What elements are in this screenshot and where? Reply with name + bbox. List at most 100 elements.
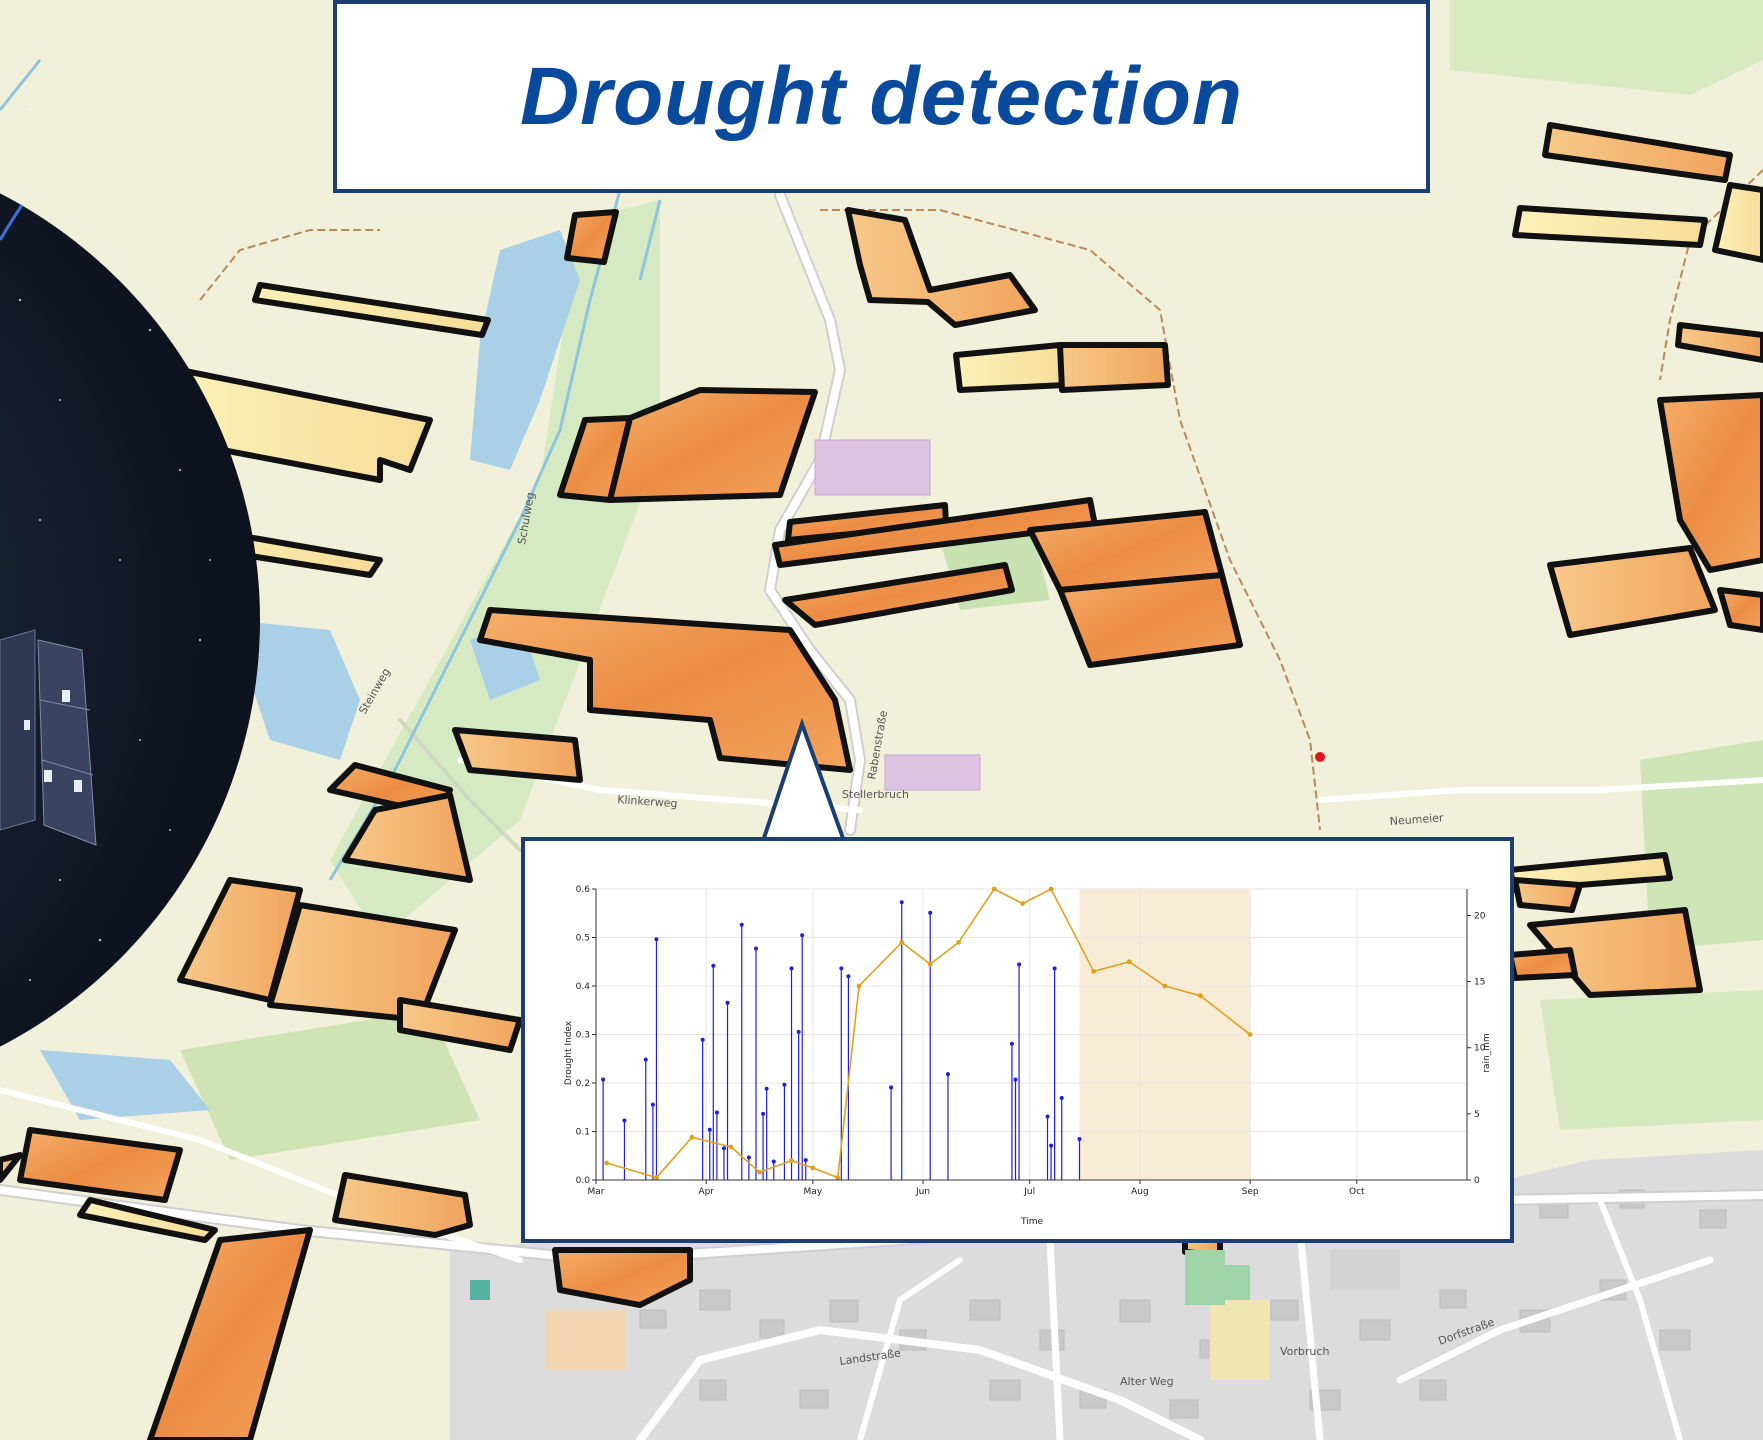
drought-index-point (1247, 1032, 1253, 1037)
x-axis-label: Time (1020, 1217, 1043, 1227)
y-axis-label: Drought Index (564, 1020, 574, 1085)
drought-index-point (810, 1165, 816, 1171)
drought-index-point (728, 1144, 734, 1150)
y2-tick-label: 5 (1474, 1110, 1480, 1120)
street-label: Steinweg (356, 666, 393, 717)
rain-point (846, 974, 851, 979)
drought-index-point (604, 1160, 610, 1166)
rain-point (1017, 962, 1022, 967)
field (477, 607, 853, 773)
rain-point (725, 1000, 730, 1005)
y-tick-label: 0.0 (576, 1176, 591, 1186)
x-tick-label: Jul (1023, 1187, 1035, 1197)
rain-point (711, 963, 716, 968)
y2-axis-label: rain_mm (1482, 1033, 1492, 1072)
street-label: Neumeier (1389, 811, 1444, 828)
satellite-icon (0, 629, 97, 846)
place-label: Vorbruch (1280, 1345, 1329, 1358)
field (607, 387, 818, 503)
rain-point (1049, 1143, 1054, 1148)
field (397, 997, 523, 1053)
rain-point (761, 1111, 766, 1116)
drought-index-point (1020, 901, 1026, 906)
drought-index-point (689, 1134, 695, 1140)
drought-index-point (1091, 969, 1097, 974)
streams (0, 59, 662, 881)
rain-point (601, 1077, 606, 1082)
field (77, 1197, 218, 1243)
field (342, 792, 473, 883)
page-title: Drought detection (519, 50, 1244, 142)
field (953, 342, 1068, 393)
rain-point (721, 1146, 726, 1151)
rain-point (1009, 1041, 1014, 1046)
rain-point (800, 933, 805, 938)
x-tick-label: Sep (1242, 1187, 1259, 1197)
field (1057, 342, 1171, 393)
field (1507, 947, 1578, 981)
x-tick-label: May (804, 1187, 823, 1197)
y-tick-label: 0.4 (576, 982, 591, 992)
rain-point (1077, 1136, 1082, 1141)
field (252, 282, 491, 338)
rain-point (739, 922, 744, 927)
y-tick-label: 0.5 (576, 934, 590, 944)
x-tick-label: Aug (1131, 1187, 1149, 1197)
drought-index-point (789, 1158, 794, 1163)
drought-index-line (606, 887, 1251, 1179)
field (452, 727, 583, 783)
rain-point (782, 1082, 787, 1087)
water-bodies (40, 230, 580, 1120)
drought-index-point (757, 1169, 762, 1175)
field (147, 1227, 313, 1440)
drought-index-point (1048, 886, 1054, 892)
drought-index-point (1162, 983, 1168, 989)
rain-point (714, 1110, 719, 1115)
rain-point (789, 966, 794, 971)
rain-point (839, 966, 844, 971)
rain-point (654, 937, 659, 942)
street-label: Klinkerweg (617, 793, 678, 810)
title-box: Drought detection (333, 0, 1430, 193)
drought-index-point (835, 1175, 841, 1180)
rain-point (1045, 1114, 1050, 1119)
y2-tick-label: 0 (1474, 1176, 1480, 1186)
rain-point (707, 1127, 712, 1132)
drought-index-point (1197, 993, 1203, 999)
rain-point (803, 1158, 808, 1163)
field (1057, 572, 1243, 668)
rain-point (643, 1057, 648, 1062)
x-tick-label: Oct (1349, 1187, 1365, 1197)
drought-index-point (1126, 959, 1132, 965)
rain-point (1052, 966, 1057, 971)
rain-point (746, 1155, 751, 1160)
rain-point (1059, 1095, 1064, 1100)
field (1542, 122, 1733, 183)
red-point-marker[interactable] (1315, 752, 1325, 762)
y2-tick-label: 10 (1474, 1044, 1486, 1054)
field (1712, 182, 1763, 263)
rain-point (796, 1029, 801, 1034)
rain-point (622, 1118, 627, 1123)
rain-point (753, 946, 758, 951)
drought-index-point (991, 886, 997, 892)
rain-point (899, 900, 904, 905)
drought-index-point (956, 939, 962, 945)
rain-point (771, 1159, 776, 1164)
x-tick-label: Jun (915, 1187, 930, 1197)
field (1512, 877, 1583, 913)
drought-index-point (899, 939, 905, 945)
field (782, 562, 1015, 628)
drought-index-point (927, 961, 933, 967)
field (845, 207, 1038, 328)
field (552, 1247, 693, 1308)
building-areas (470, 439, 1250, 1305)
y-tick-label: 0.3 (576, 1031, 590, 1041)
street-label: Alter Weg (1120, 1375, 1174, 1388)
drought-index-point (856, 983, 862, 989)
field (1657, 392, 1763, 573)
place-label: Stellerbruch (842, 788, 909, 801)
x-tick-label: Mar (588, 1187, 605, 1197)
